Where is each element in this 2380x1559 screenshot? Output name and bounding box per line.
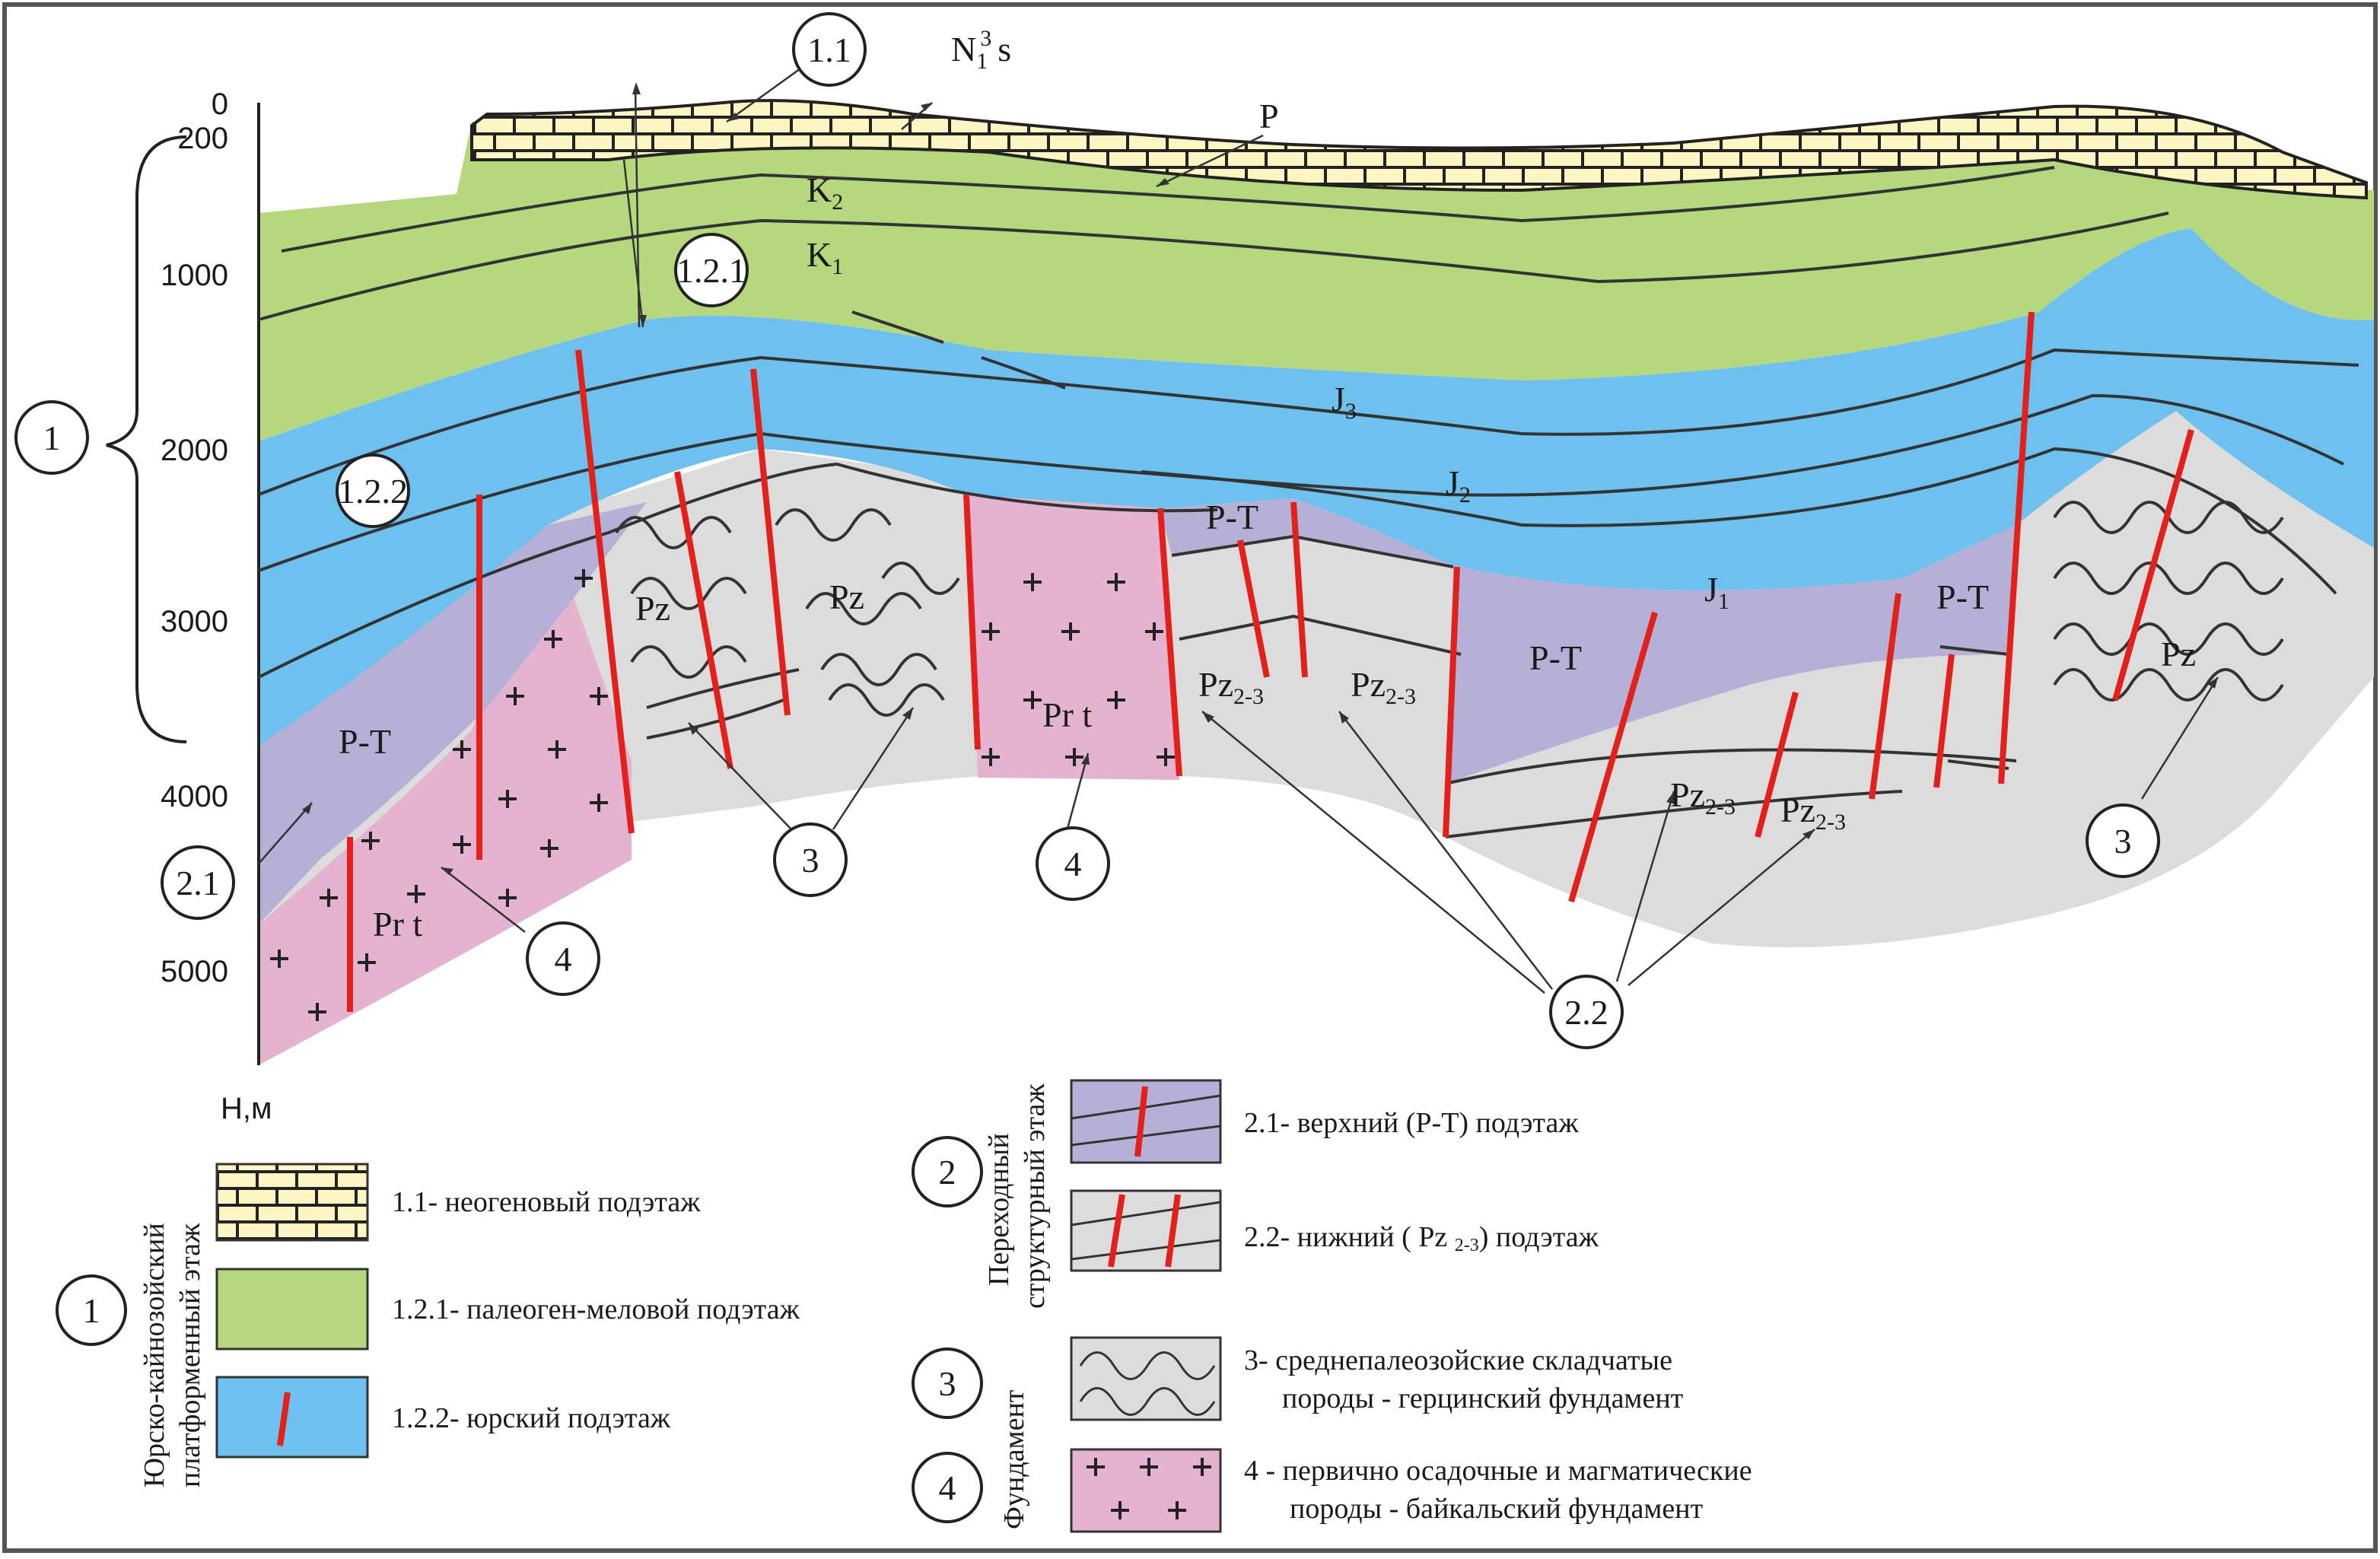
label-k2: K2: [807, 170, 843, 215]
depth-unit-label: Н,м: [221, 1092, 272, 1125]
label-prt-left: Pr t: [373, 905, 422, 943]
label-pz23-3: Pz2-3: [1670, 775, 1736, 819]
depth-tick-0: 0: [212, 87, 228, 121]
legend-group1-num: 1: [83, 1291, 100, 1330]
vertical-arrowhead: [632, 82, 641, 94]
legend-item-1-1: 1.1- неогеновый подэтаж: [392, 1186, 701, 1218]
legend-item-4-line2: породы - байкальский фундамент: [1290, 1493, 1704, 1525]
legend-group4-num: 4: [939, 1468, 956, 1507]
legend-group2-title-2: структурный этаж: [1019, 1083, 1051, 1309]
label-j2: J2: [1446, 463, 1471, 507]
legend-item-1-2-1: 1.2.1- палеоген-меловой подэтаж: [392, 1293, 800, 1325]
depth-tick-3000: 3000: [161, 605, 228, 638]
swatch-neogene: [215, 1163, 369, 1242]
depth-tick-2000: 2000: [161, 434, 228, 467]
swatch-jurassic-fault: [277, 1392, 291, 1446]
swatch-pz23-lines: [1071, 1201, 1221, 1261]
baikal-basement-center: [966, 495, 1179, 780]
swatch-hercynian-folds: [1079, 1351, 1216, 1416]
legend-group2-num: 2: [939, 1153, 956, 1192]
label-pz-right: Pz: [2161, 635, 2196, 673]
callout-circles: [14, 12, 2160, 1049]
legend-swatches: [56, 1079, 1222, 1533]
callout-1-1: 1.1: [807, 30, 851, 69]
depth-tick-1000: 1000: [161, 259, 228, 292]
label-k1: K1: [807, 235, 843, 279]
label-p: P: [1259, 97, 1279, 135]
legend-item-2-2: 2.2- нижний ( Pz 2-3) подэтаж: [1244, 1221, 1599, 1255]
faults: [347, 311, 2194, 1012]
depth-tick-5000: 5000: [161, 955, 228, 988]
label-pz23-1: Pz2-3: [1198, 665, 1264, 709]
swatch-pz23-fault-2: [1165, 1194, 1181, 1268]
legend-circle-2: [912, 1136, 983, 1207]
callout-2-2: 2.2: [1564, 993, 1608, 1032]
legend-circle-1: [56, 1274, 127, 1346]
label-pz23-2: Pz2-3: [1351, 665, 1416, 709]
legend-group2-title-1: Переходный: [983, 1133, 1015, 1286]
depth-tick-4000: 4000: [161, 780, 228, 813]
legend-item-3-line2: породы - герцинский фундамент: [1282, 1382, 1684, 1414]
depth-tick-200: 200: [177, 122, 228, 155]
pt-layer-mid: [1160, 498, 2016, 784]
swatch-pz23-fault-1: [1108, 1194, 1125, 1268]
legend-group3-num: 3: [939, 1364, 956, 1403]
label-prt-mid: Pr t: [1042, 695, 1092, 734]
label-pt-mid-top: P-T: [1206, 498, 1258, 536]
swatch-baikal-plus: [1087, 1458, 1211, 1519]
callout-2-1: 2.1: [176, 864, 220, 902]
legend-circle-4: [912, 1452, 983, 1523]
swatch-pz23: [1070, 1189, 1222, 1272]
vertical-arrow-line: [634, 87, 641, 328]
callout-1-2-2: 1.2.2: [338, 472, 408, 511]
callout-4-mid: 4: [1064, 845, 1082, 883]
label-pz23-4: Pz2-3: [1780, 791, 1846, 835]
callout-1: 1: [43, 418, 61, 457]
annotation-arrows: [258, 65, 2219, 994]
label-pt-mid: P-T: [1529, 638, 1582, 677]
swatch-jurassic: [215, 1376, 369, 1459]
swatch-pt-fault: [1134, 1086, 1148, 1157]
legend-item-2-1: 2.1- верхний (P-T) подэтаж: [1244, 1107, 1579, 1139]
plus-symbols: [270, 569, 1175, 1021]
pt-layer-left: [259, 502, 647, 924]
callout-3-right: 3: [2114, 822, 2132, 861]
label-pz-2: Pz: [829, 577, 864, 616]
label-pt-left: P-T: [339, 722, 391, 761]
label-pz-1: Pz: [635, 589, 670, 628]
callout-labels: 1.1 1.2.1 1.2.2 1 2.1 4 3 4 2.2 3: [43, 30, 2132, 1032]
depth-ticks: 0 200 1000 2000 3000 4000 5000 Н,м: [161, 87, 272, 1125]
legend-circle-3: [912, 1347, 983, 1419]
group-1-brace: [106, 135, 187, 743]
neogene-layer: [470, 99, 2368, 200]
paleogene-cretaceous-layer: [259, 116, 2374, 442]
swatch-baikal: [1070, 1448, 1222, 1533]
legend-group1-title-1: Юрско-кайнозойский: [138, 1223, 170, 1487]
legend-text: Юрско-кайнозойский платформенный этаж 1 …: [83, 1083, 1752, 1529]
swatch-paleogene-cretaceous: [215, 1268, 369, 1351]
callout-4-left: 4: [555, 940, 572, 978]
legend-item-3-line1: 3- среднепалеозойские складчатые: [1244, 1344, 1672, 1376]
arrowheads: [302, 103, 2218, 875]
label-pt-right: P-T: [1936, 577, 1989, 616]
legend-group3-title: Фундамент: [998, 1389, 1030, 1529]
legend-item-4-line1: 4 - первично осадочные и магматические: [1244, 1455, 1752, 1487]
legend-group1-title-2: платформенный этаж: [174, 1223, 206, 1487]
legend-item-1-2-2: 1.2.2- юрский подэтаж: [392, 1402, 671, 1434]
strata-lines: [258, 166, 2359, 838]
cross-section: [14, 12, 2374, 1065]
callout-1-2-1: 1.2.1: [676, 251, 746, 290]
label-j3: J3: [1332, 380, 1357, 424]
label-j1: J1: [1704, 570, 1729, 614]
callout-3-left: 3: [802, 841, 819, 880]
